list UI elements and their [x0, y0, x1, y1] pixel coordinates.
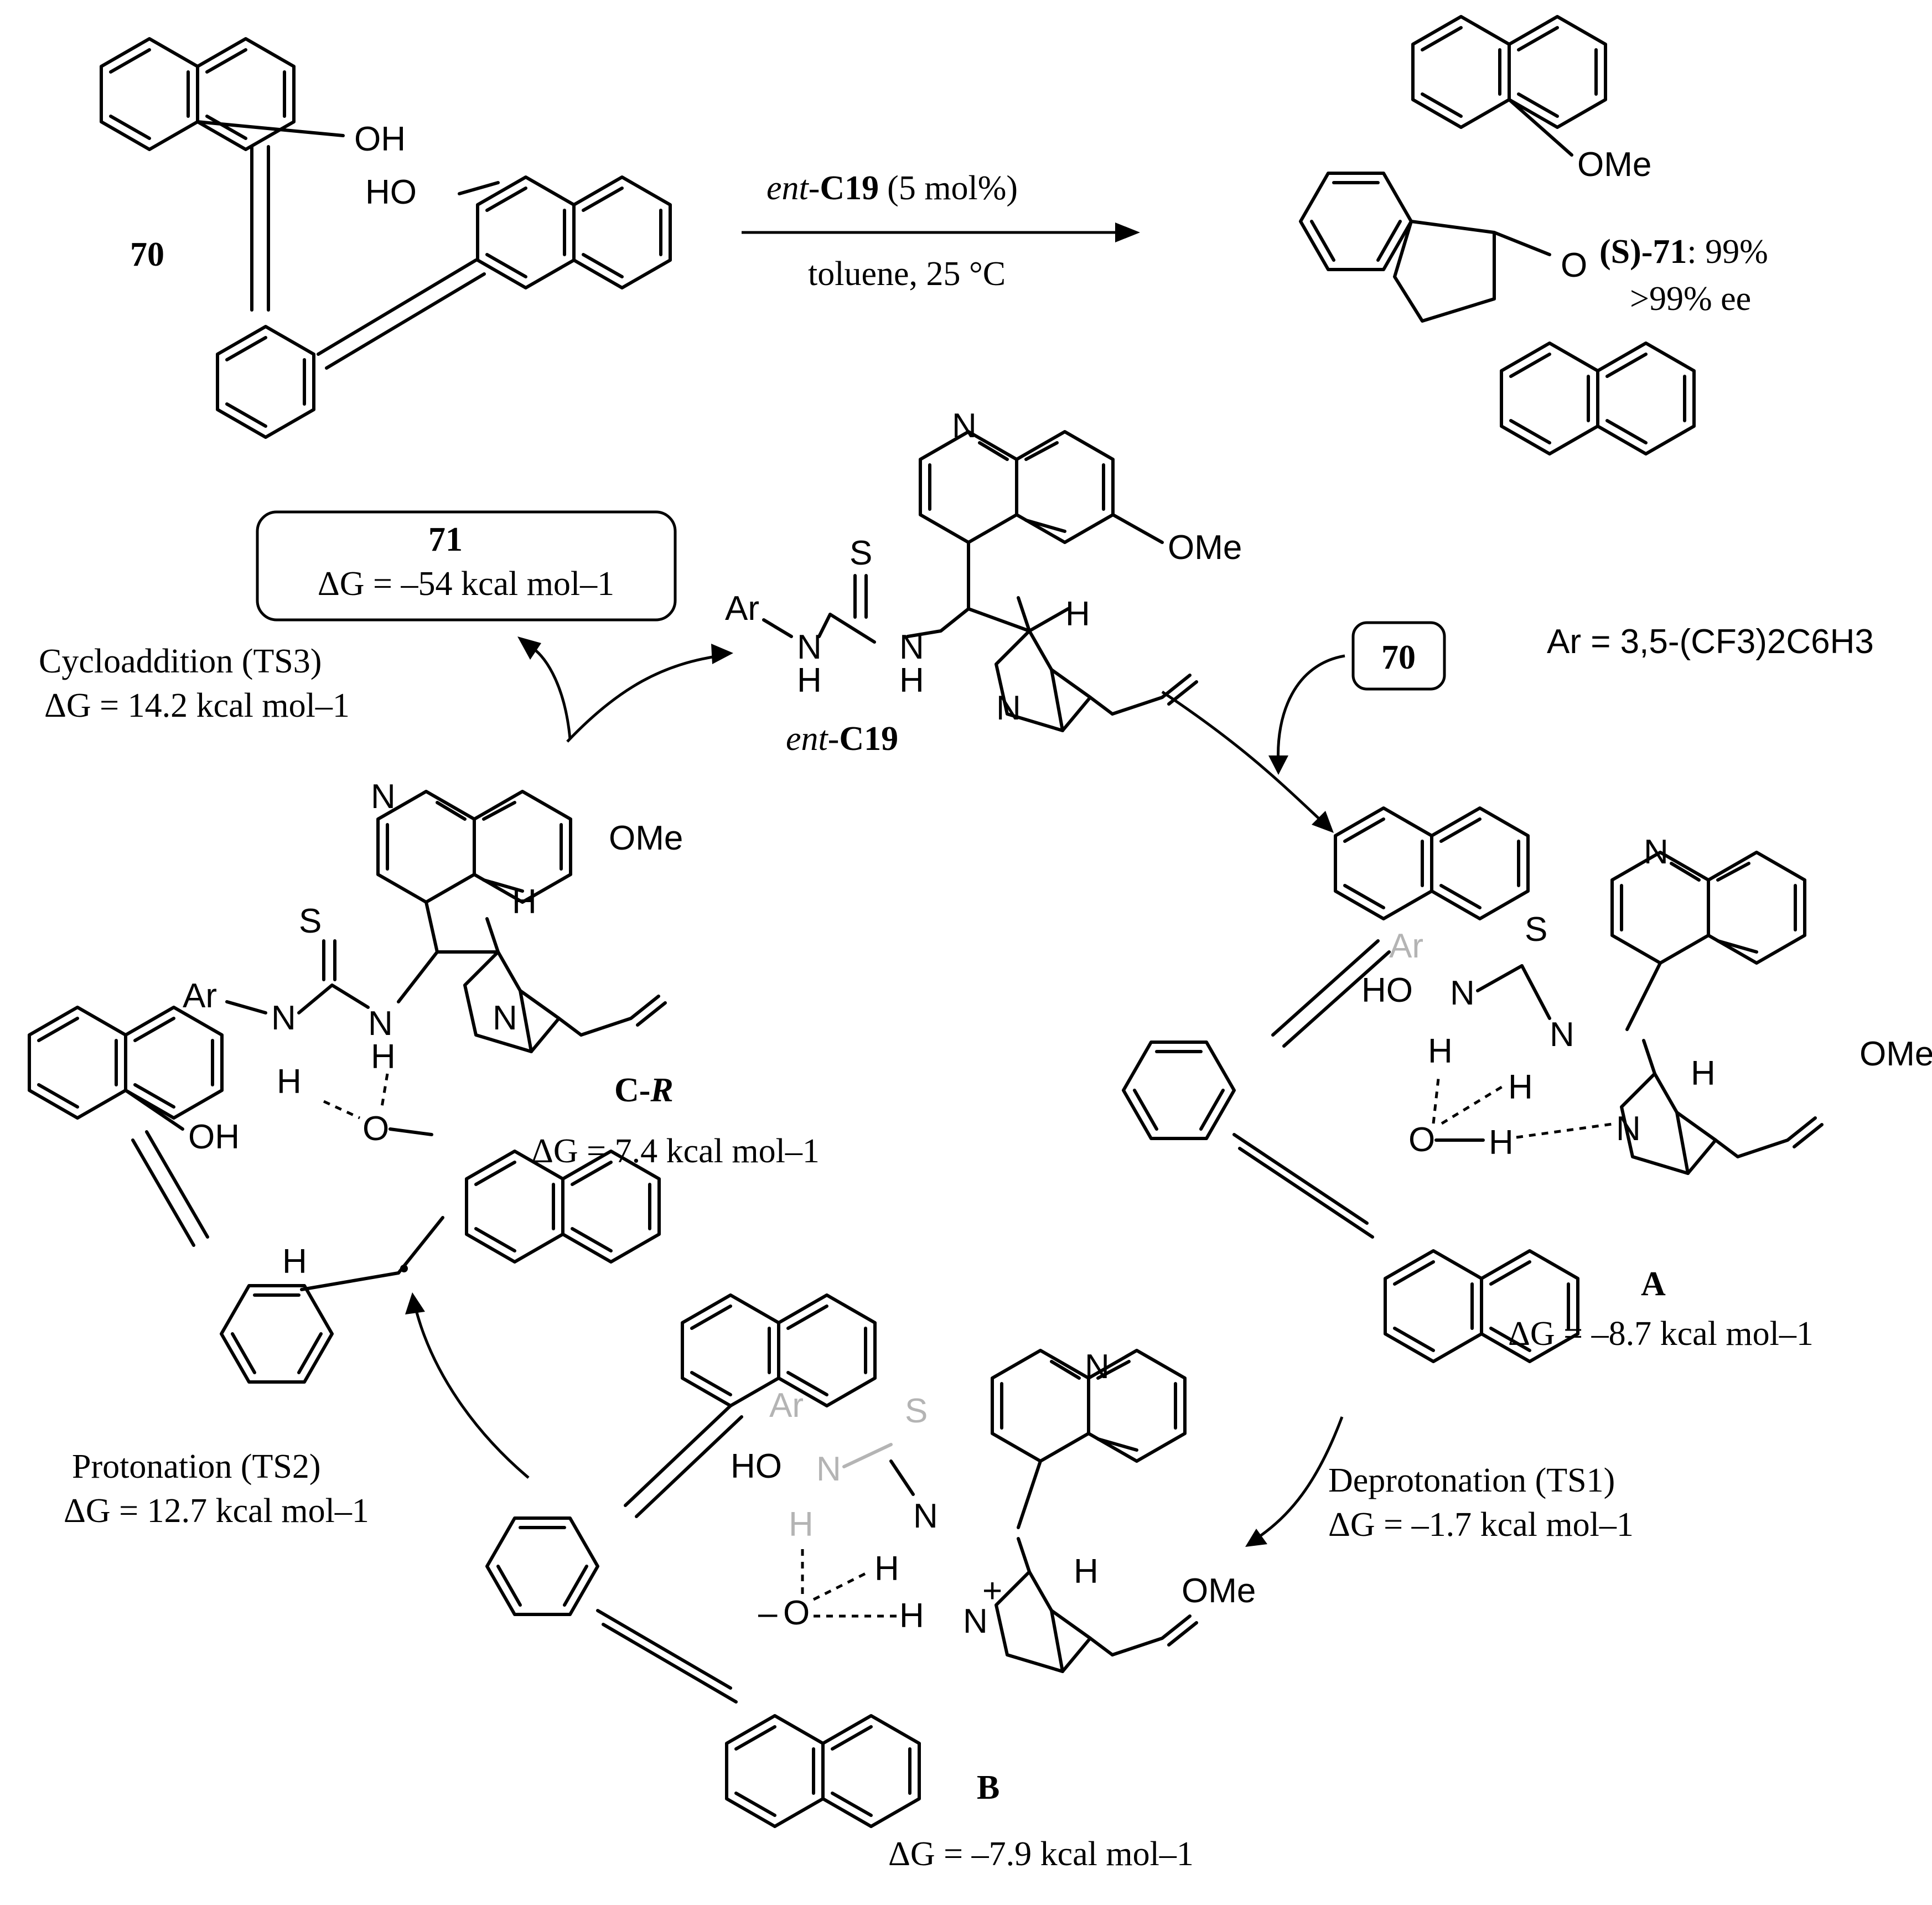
intermediate-A-label: A — [1641, 1265, 1666, 1303]
intermediate-B-energy: ΔG = –7.9 kcal mol–1 — [888, 1835, 1194, 1873]
a-h4-label: H — [1691, 1054, 1716, 1093]
cr-n2-label: N — [368, 1005, 393, 1043]
arrow-entry-70 — [1277, 654, 1345, 764]
pyran-o-label: O — [1561, 246, 1587, 284]
ts2-energy: ΔG = 12.7 kcal mol–1 — [64, 1492, 369, 1530]
b-n1-label: N — [816, 1450, 841, 1488]
arrow-B-to-CR — [413, 1306, 530, 1479]
cr-h3-label: H — [512, 883, 537, 921]
intermediate-CR-label: C-R — [614, 1071, 674, 1109]
b-quinoline-n-label: N — [1085, 1348, 1110, 1386]
product-ee: >99% ee — [1630, 280, 1751, 318]
cr-allene-dot — [400, 1265, 408, 1272]
ts3-name: Cycloaddition (TS3) — [39, 643, 322, 680]
arrow-to-product — [530, 646, 572, 739]
a-o-label: O — [1408, 1121, 1435, 1159]
a-n1-label: N — [1450, 974, 1475, 1012]
b-quinuclidine-n-label: N — [963, 1602, 988, 1640]
b-o-label: O — [783, 1594, 810, 1632]
ts2-name: Protonation (TS2) — [72, 1448, 320, 1485]
intermediate-B-structure: HO Ar N H S N H – O H N OMe H N + — [487, 1295, 1256, 1826]
b-h3-label: H — [899, 1597, 924, 1635]
b-h1-label: H — [789, 1505, 814, 1544]
a-quinuclidine-n-label: N — [1616, 1110, 1641, 1148]
a-n2-label: N — [1550, 1016, 1574, 1054]
thiourea-h1-label: H — [899, 661, 924, 700]
catalyst-ome-label: OMe — [1168, 529, 1242, 567]
a-ho-label: HO — [1361, 971, 1413, 1010]
b-h2-label: H — [874, 1550, 899, 1588]
ome-label: OMe — [1577, 146, 1651, 184]
thiourea-n1-label: N — [899, 628, 924, 666]
ar-definition: Ar = 3,5-(CF3)2C6H3 — [1547, 623, 1874, 661]
b-minus-label: – — [758, 1594, 778, 1632]
intermediate-CR-structure: OH H O H N N H S Ar N OMe H N — [29, 778, 683, 1382]
cr-n1-label: N — [271, 999, 296, 1037]
intermediate-A-structure: HO Ar N H S N H O H N OMe H N — [1123, 808, 1932, 1362]
product-71-box — [256, 510, 677, 622]
substrate-70-structure: OH HO — [101, 39, 670, 437]
a-ar-label: Ar — [1389, 927, 1423, 965]
intermediate-A-energy: ΔG = –8.7 kcal mol–1 — [1508, 1315, 1814, 1353]
b-plus-label: + — [982, 1572, 1002, 1610]
cr-quinoline-n-label: N — [371, 778, 396, 816]
thiourea-s-label: S — [850, 534, 872, 572]
arrow-A-to-B — [1255, 1416, 1344, 1540]
a-h2-label: H — [1508, 1068, 1533, 1106]
cr-s-label: S — [299, 902, 322, 940]
ts3-energy: ΔG = 14.2 kcal mol–1 — [44, 687, 350, 724]
a-h3-label: H — [1489, 1124, 1514, 1162]
catalyst-ent-c19-structure: N OMe H N N H S N H Ar — [725, 407, 1242, 731]
quinoline-n-label: N — [952, 407, 977, 445]
catalyst-h-label: H — [1065, 595, 1090, 633]
cr-o-label: O — [362, 1110, 389, 1148]
cr-ar-label: Ar — [183, 977, 217, 1015]
reaction-catalyst: ent-C19(5 mol%) — [766, 169, 1018, 207]
intermediate-B-label: B — [977, 1769, 999, 1806]
substrate-label: 70 — [130, 236, 164, 273]
cr-h2-label: H — [371, 1038, 396, 1076]
b-s-label: S — [905, 1392, 928, 1430]
arrow-to-catalyst — [566, 654, 720, 743]
thiourea-h2-label: H — [797, 661, 822, 700]
a-h1-label: H — [1428, 1032, 1453, 1070]
cr-h-label: H — [282, 1243, 307, 1281]
cr-quinuclidine-n-label: N — [493, 999, 517, 1037]
reaction-conditions: toluene, 25 °C — [808, 255, 1006, 293]
product-box-label: 71 — [428, 521, 463, 558]
arrow-catalyst-to-A — [1161, 690, 1327, 826]
b-ho-label: HO — [731, 1447, 782, 1485]
cr-oh-label: OH — [188, 1118, 240, 1156]
a-quinoline-n-label: N — [1644, 833, 1669, 871]
catalyst-label: ent-C19 — [786, 720, 898, 758]
b-n2-label: N — [913, 1497, 938, 1535]
product-box-energy: ΔG = –54 kcal mol–1 — [318, 565, 614, 603]
cr-ome-label: OMe — [609, 819, 683, 857]
b-ome-label: OMe — [1182, 1572, 1256, 1610]
ts1-name: Deprotonation (TS1) — [1328, 1462, 1615, 1499]
oh-label: OH — [354, 120, 406, 158]
ts1-energy: ΔG = –1.7 kcal mol–1 — [1328, 1506, 1634, 1544]
entry-box-label: 70 — [1381, 639, 1416, 676]
a-s-label: S — [1525, 910, 1547, 949]
thiourea-n2-label: N — [797, 628, 822, 666]
entry-70-box — [1351, 621, 1446, 691]
product-71-structure: OMe O — [1301, 17, 1694, 454]
a-ome-label: OMe — [1860, 1035, 1932, 1073]
cr-h1-label: H — [277, 1063, 302, 1101]
product-label: (S)-71: 99% — [1599, 233, 1768, 271]
b-h4-label: H — [1074, 1552, 1099, 1591]
ar-label: Ar — [725, 589, 759, 628]
intermediate-CR-energy: ΔG = 7.4 kcal mol–1 — [531, 1132, 820, 1170]
quinuclidine-n-label: N — [996, 689, 1021, 727]
ho-label: HO — [365, 173, 417, 211]
b-ar-label: Ar — [769, 1386, 804, 1425]
